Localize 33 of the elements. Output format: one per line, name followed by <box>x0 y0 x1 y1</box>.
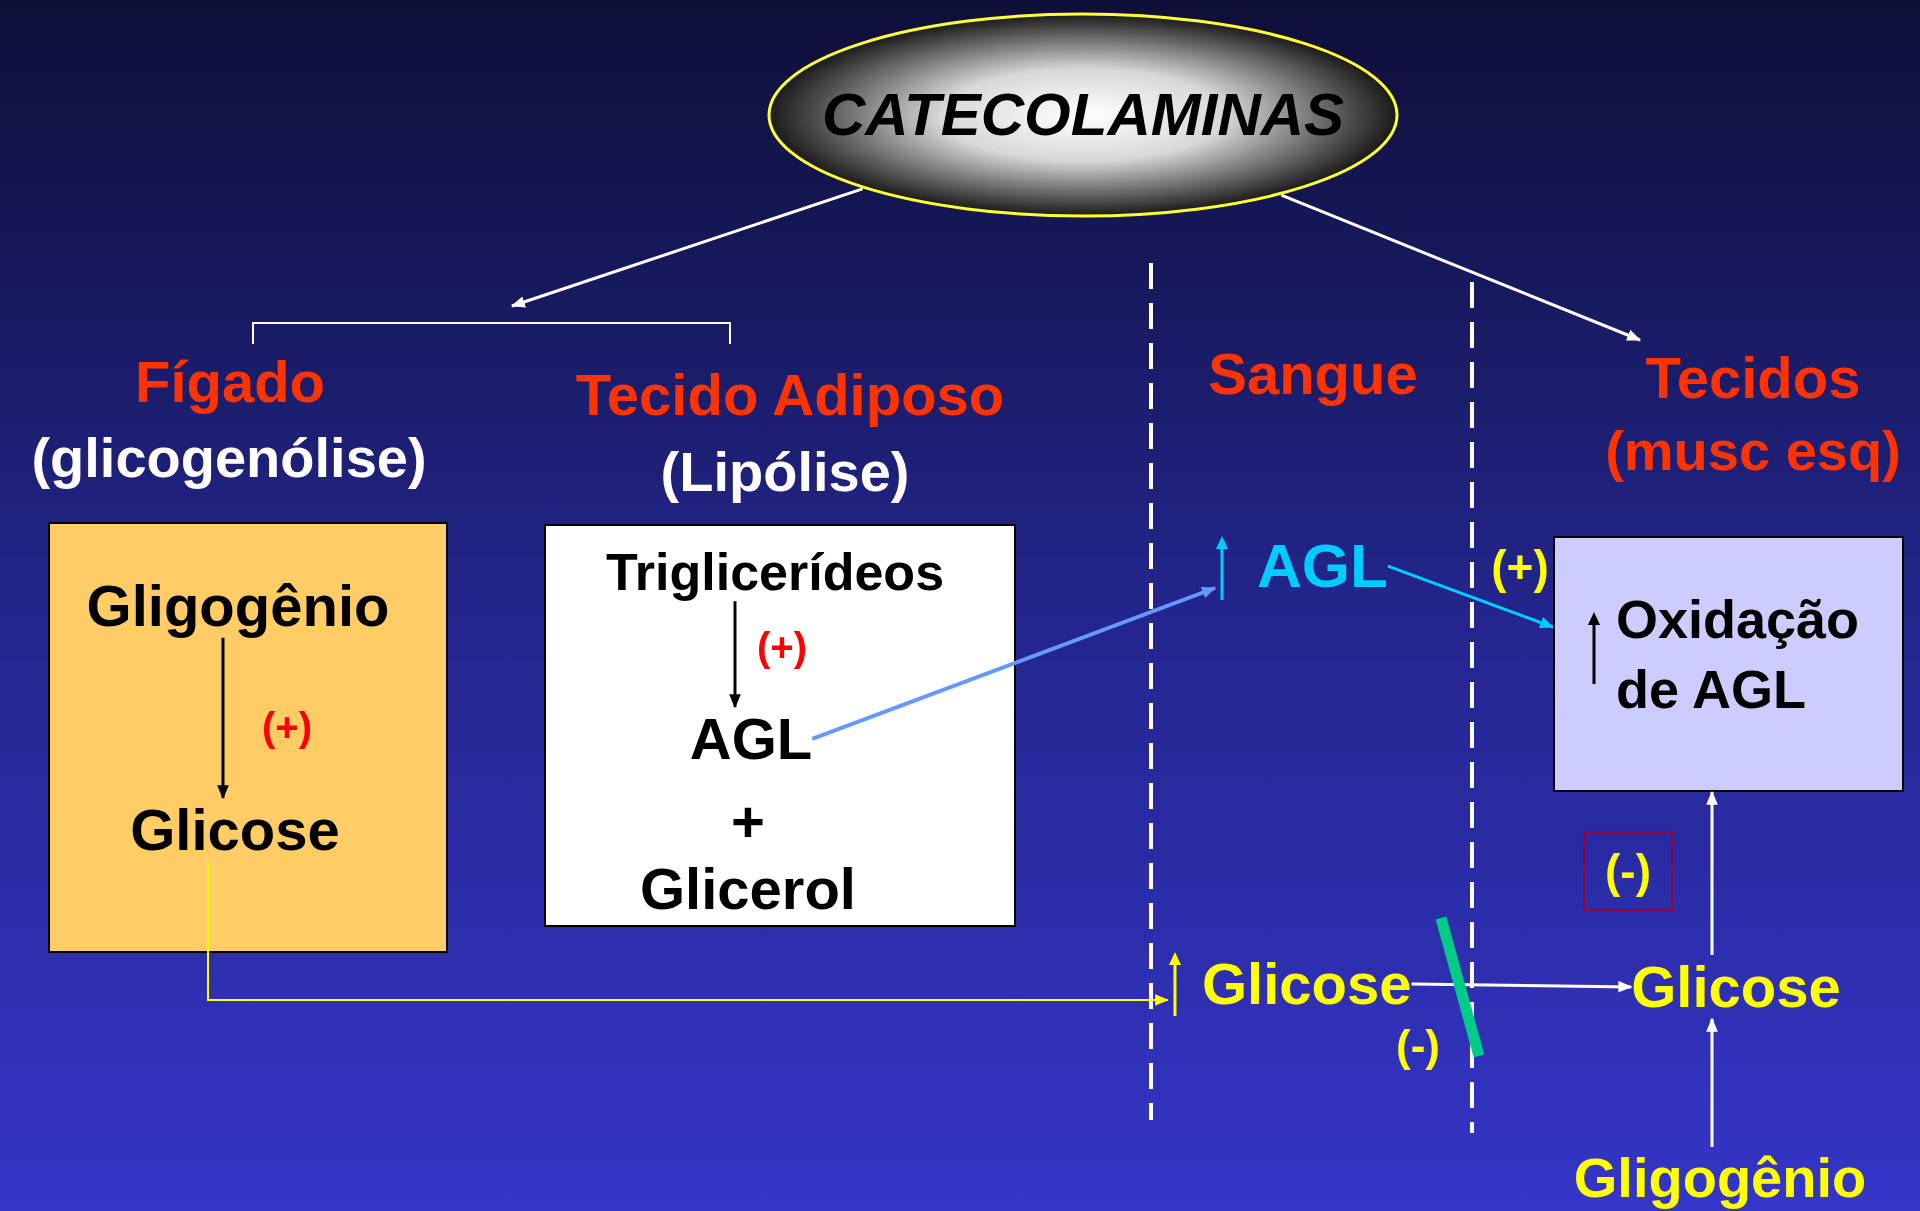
arrow <box>811 586 1217 741</box>
edge-label: (+) <box>757 627 807 667</box>
arrow <box>1387 564 1555 629</box>
arrow <box>217 637 229 800</box>
arrow <box>510 187 863 308</box>
arrow <box>1706 1017 1718 1147</box>
outlined-box: (-) <box>1583 831 1673 911</box>
node-text: Glicose <box>130 798 340 862</box>
node-text: AGL <box>1257 532 1388 601</box>
plus-sign: + <box>731 790 765 854</box>
product-label: Glicerol <box>640 857 856 921</box>
arrow <box>207 860 1170 1006</box>
node-text: AGL <box>689 707 813 771</box>
arrow <box>1280 193 1642 342</box>
heading-text: Fígado <box>134 350 326 414</box>
heading-text: Tecido Adiposo <box>575 363 1005 427</box>
process-box <box>1553 536 1904 792</box>
node-text: Triglicerídeos <box>605 544 945 602</box>
column-heading: Sangue <box>1208 342 1418 406</box>
subheading-text: (Lipólise) <box>660 441 910 503</box>
arrow <box>1706 790 1718 955</box>
node-text: Gligogênio <box>86 574 390 638</box>
arrow <box>729 601 741 709</box>
node-text: Glicose <box>1202 952 1412 1016</box>
node-text: Oxidação de AGL <box>1616 588 1861 722</box>
inhibition-label: (-) <box>1396 1022 1440 1071</box>
node-text: Glicose <box>1631 955 1841 1019</box>
edge-label: (+) <box>262 707 312 747</box>
arrow <box>1411 980 1633 993</box>
node-text: Gligogênio <box>1573 1147 1867 1209</box>
subheading-text: (glicogenólise) <box>31 427 427 489</box>
heading-text: Tecidos <box>1645 344 1861 412</box>
subheading-text: (musc esq) <box>1605 418 1901 485</box>
